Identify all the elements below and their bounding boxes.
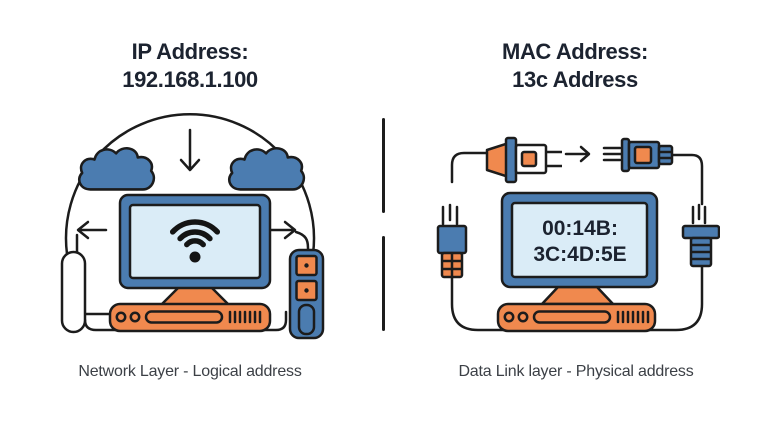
down-arrow-icon: [179, 128, 201, 172]
tower-device-icon: [288, 248, 325, 340]
divider-segment-bottom: [382, 236, 385, 331]
cable-wire: [294, 230, 310, 256]
mac-title-line1: MAC Address:: [502, 39, 648, 64]
mac-title-line2: 13c Address: [512, 67, 638, 92]
monitor-stand: [540, 285, 615, 306]
left-arrow-icon: [76, 220, 108, 240]
network-layer-illustration: [60, 113, 325, 340]
monitor-icon: 00:14B: 3C:4D:5E: [500, 191, 659, 289]
mac-screen-line1: 00:14B:: [542, 217, 618, 240]
data-link-layer-illustration: 00:14B: 3C:4D:5E: [436, 136, 720, 333]
right-arrow-icon: [564, 145, 591, 163]
network-arc-icon: [64, 113, 316, 255]
router-icon: [108, 302, 272, 333]
wifi-icon: [169, 219, 221, 263]
ip-address-title: IP Address: 192.168.1.100: [40, 38, 340, 94]
router-icon: [496, 302, 657, 333]
data-link-layer-caption: Data Link layer - Physical address: [458, 363, 694, 380]
cloud-icon: [78, 147, 156, 191]
plug-icon: [485, 136, 562, 184]
ip-title-line2: 192.168.1.100: [122, 67, 258, 92]
cloud-icon: [228, 147, 306, 191]
ethernet-connector-icon: [436, 203, 468, 279]
cable-wire: [450, 151, 488, 184]
connector-icon: [602, 137, 674, 173]
ip-title-line1: IP Address:: [131, 39, 249, 64]
power-plug-icon: [681, 203, 720, 268]
cable-loop-icon: [60, 250, 87, 334]
cable-wire: [670, 153, 704, 206]
mac-address-title: MAC Address: 13c Address: [425, 38, 725, 94]
network-layer-caption: Network Layer - Logical address: [78, 363, 302, 380]
mac-screen-line2: 3C:4D:5E: [533, 243, 626, 266]
cable-wire: [83, 310, 288, 332]
divider-segment-top: [382, 118, 385, 213]
